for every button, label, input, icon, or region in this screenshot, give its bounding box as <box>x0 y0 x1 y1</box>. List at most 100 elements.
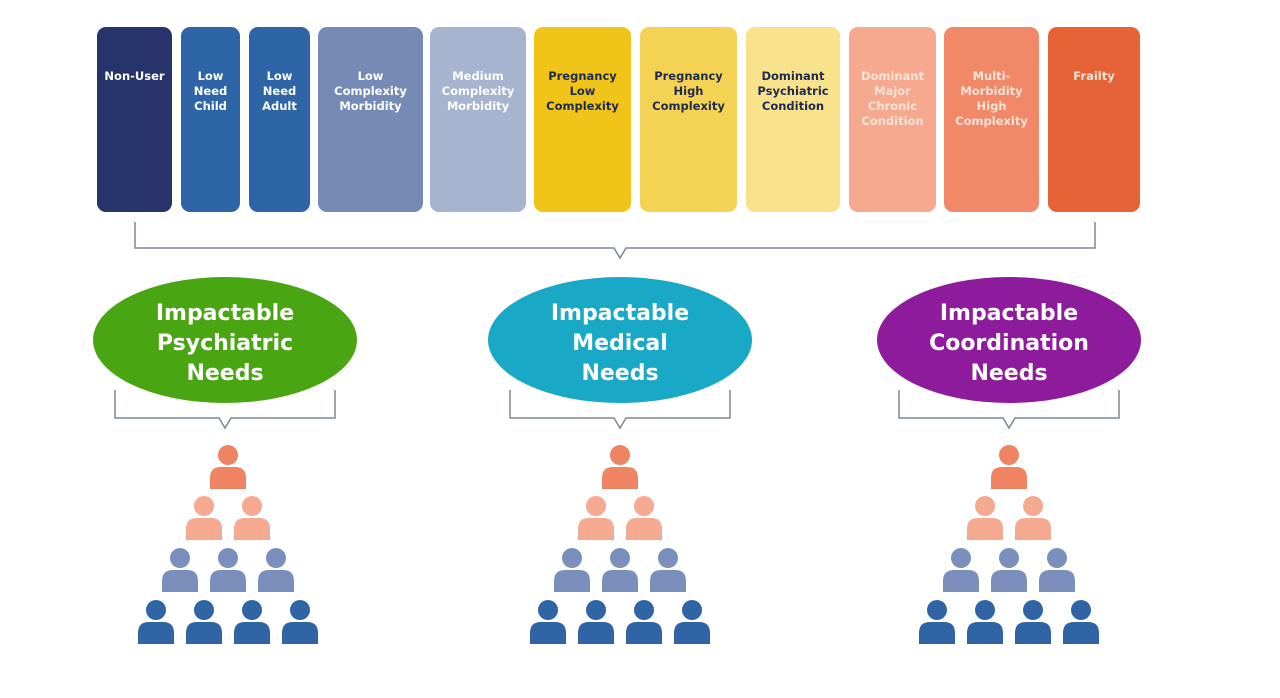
category-bar <box>849 27 936 212</box>
category-label-line: Condition <box>861 114 923 128</box>
need-ellipse <box>93 277 357 403</box>
category-label-line: Complexity <box>955 114 1028 128</box>
person-icon <box>578 600 614 644</box>
category-label-line: Pregnancy <box>654 69 723 83</box>
category-bar <box>944 27 1039 212</box>
person-icon <box>186 496 222 540</box>
category-bar <box>318 27 423 212</box>
person-icon <box>991 548 1027 592</box>
category-label-line: Complexity <box>442 84 515 98</box>
person-icon <box>626 600 662 644</box>
people-pyramid <box>138 445 318 644</box>
category-label-line: Need <box>194 84 227 98</box>
category-label-line: Frailty <box>1073 69 1115 83</box>
category-label-line: Need <box>263 84 296 98</box>
category-label-line: Adult <box>262 99 297 113</box>
person-icon <box>258 548 294 592</box>
category-bar <box>430 27 526 212</box>
category-label-line: Condition <box>762 99 824 113</box>
need-label-line: Impactable <box>156 301 294 326</box>
category-label-line: Child <box>194 99 227 113</box>
need-ellipse <box>877 277 1141 403</box>
person-icon <box>138 600 174 644</box>
need-label-line: Impactable <box>940 301 1078 326</box>
category-label-line: Dominant <box>861 69 925 83</box>
category-label-line: Low <box>267 69 293 83</box>
category-frailty: Frailty <box>1048 27 1140 212</box>
person-icon <box>282 600 318 644</box>
person-icon <box>602 548 638 592</box>
pyramids-group <box>138 445 1099 644</box>
person-icon <box>530 600 566 644</box>
person-icon <box>1063 600 1099 644</box>
need-label-line: Needs <box>581 361 658 386</box>
person-icon <box>650 548 686 592</box>
category-label-line: Complexity <box>334 84 407 98</box>
top-bracket <box>134 222 1096 260</box>
category-bar <box>1048 27 1140 212</box>
person-icon <box>1039 548 1075 592</box>
category-bar <box>181 27 240 212</box>
category-label-line: Pregnancy <box>548 69 617 83</box>
need-label-line: Medical <box>572 331 668 356</box>
person-icon <box>919 600 955 644</box>
person-icon <box>162 548 198 592</box>
person-icon <box>1015 600 1051 644</box>
category-non-user: Non-User <box>97 27 172 212</box>
people-pyramid <box>919 445 1099 644</box>
person-icon <box>991 445 1027 489</box>
category-label-line: Morbidity <box>960 84 1023 98</box>
person-icon <box>554 548 590 592</box>
need-label-line: Coordination <box>929 331 1089 356</box>
category-bar <box>249 27 310 212</box>
category-label-line: Dominant <box>761 69 825 83</box>
need-bracket <box>898 390 1120 430</box>
person-icon <box>674 600 710 644</box>
category-label-line: Morbidity <box>339 99 402 113</box>
need-ellipse <box>488 277 752 403</box>
category-label-line: Non-User <box>104 69 164 83</box>
person-icon <box>234 600 270 644</box>
category-label-line: Morbidity <box>447 99 510 113</box>
people-pyramid <box>530 445 710 644</box>
category-label-line: Major <box>874 84 911 98</box>
need-label-line: Psychiatric <box>157 331 293 356</box>
category-label-line: Complexity <box>652 99 725 113</box>
person-icon <box>234 496 270 540</box>
person-icon <box>626 496 662 540</box>
person-icon <box>578 496 614 540</box>
person-icon <box>602 445 638 489</box>
person-icon <box>967 600 1003 644</box>
category-bar <box>746 27 840 212</box>
category-label-line: Psychiatric <box>757 84 828 98</box>
category-label-line: High <box>977 99 1007 113</box>
category-label-line: High <box>674 84 704 98</box>
category-label-line: Complexity <box>546 99 619 113</box>
category-label-line: Multi- <box>973 69 1011 83</box>
category-bar <box>640 27 737 212</box>
need-label-line: Needs <box>970 361 1047 386</box>
category-label-line: Medium <box>452 69 504 83</box>
person-icon <box>1015 496 1051 540</box>
person-icon <box>967 496 1003 540</box>
category-label-line: Low <box>358 69 384 83</box>
need-bracket <box>509 390 731 430</box>
need-bracket <box>114 390 336 430</box>
person-icon <box>210 548 246 592</box>
person-icon <box>210 445 246 489</box>
